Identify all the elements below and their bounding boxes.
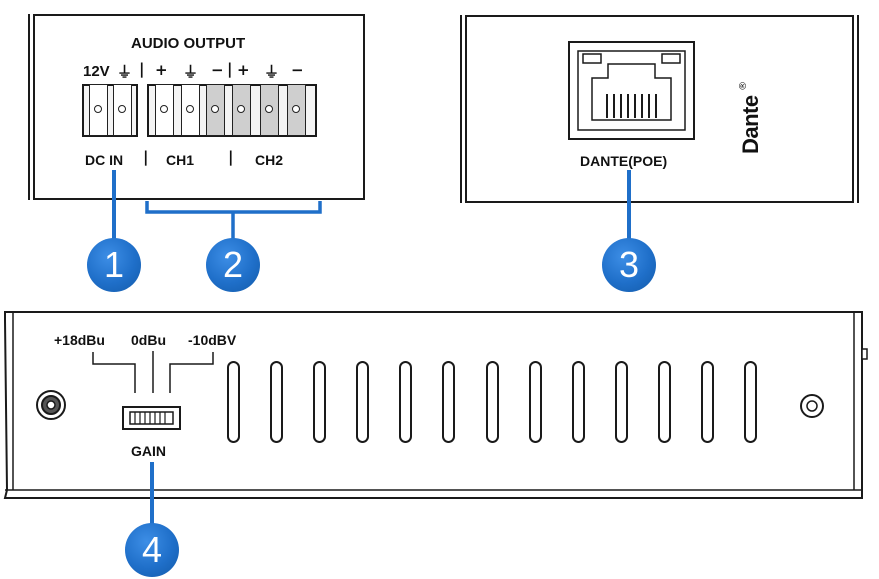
screw-hole [265, 105, 273, 113]
dante-flange-right [852, 15, 859, 203]
dante-logo: Dante ® [738, 44, 764, 154]
gain-level-plus18dbu: +18dBu [54, 332, 105, 348]
ch2-terminal-plus [232, 84, 251, 136]
separator-4: | [228, 148, 234, 166]
dante-poe-label: DANTE(POE) [580, 153, 668, 169]
gain-level-0dbu: 0dBu [131, 332, 166, 348]
vent-slot [701, 361, 714, 443]
gain-level-minus10dbv: -10dBV [188, 332, 237, 348]
ch1-ground: ⏚ [183, 63, 199, 81]
vent-slot [313, 361, 326, 443]
vent-slot [615, 361, 628, 443]
vent-slot [356, 361, 369, 443]
screw-hole [160, 105, 168, 113]
ch2-plus: + [237, 61, 250, 79]
dc-in-terminal-1 [89, 84, 108, 136]
ch1-terminal-minus [206, 84, 225, 136]
dante-logo-text: Dante [738, 95, 763, 154]
dc-in-terminal-2 [113, 84, 132, 136]
panel-flange-left [28, 14, 35, 200]
ch1-plus: + [155, 61, 168, 79]
ch1-terminal-ground [181, 84, 200, 136]
ch2-label: CH2 [255, 152, 284, 168]
right-mount-screw [800, 394, 824, 418]
ch2-terminal-minus [287, 84, 306, 136]
ground-symbol-dc: ⏚ [117, 63, 133, 81]
separator-2: | [227, 60, 233, 78]
vent-slot [744, 361, 757, 443]
screw-hole [186, 105, 194, 113]
ch2-terminal-ground [260, 84, 279, 136]
vent-slot [658, 361, 671, 443]
panel-flange-right [358, 14, 365, 200]
vent-slot [572, 361, 585, 443]
vent-slot [227, 361, 240, 443]
callout-1-badge: 1 [87, 238, 141, 292]
screw-hole [94, 105, 102, 113]
separator-1: | [139, 60, 145, 78]
callout-4-leader [150, 462, 154, 528]
dante-flange-left [460, 15, 467, 203]
gain-label: GAIN [131, 443, 166, 459]
vent-slot [270, 361, 283, 443]
screw-hole [292, 105, 300, 113]
callout-1-leader [112, 170, 116, 240]
ch1-label: CH1 [166, 152, 195, 168]
vent-slot [442, 361, 455, 443]
screw-hole [118, 105, 126, 113]
vent-slot [486, 361, 499, 443]
dc-in-label: DC IN [85, 152, 124, 168]
gain-dip-switch [122, 406, 181, 430]
screw-hole [237, 105, 245, 113]
ch1-terminal-plus [155, 84, 174, 136]
callout-2-badge: 2 [206, 238, 260, 292]
ch2-minus: − [291, 61, 304, 79]
ch1-minus: − [211, 61, 224, 79]
dante-panel [465, 15, 854, 203]
gain-bracket-lines [92, 351, 214, 393]
label-12v: 12V [83, 63, 110, 80]
side-tab [861, 348, 868, 360]
separator-3: | [143, 148, 149, 166]
audio-output-heading: AUDIO OUTPUT [131, 35, 246, 52]
callout-3-leader [627, 170, 631, 242]
vent-slot [529, 361, 542, 443]
ch2-ground: ⏚ [264, 63, 280, 81]
callout-4-badge: 4 [125, 523, 179, 577]
screw-hole [211, 105, 219, 113]
vent-slot [399, 361, 412, 443]
left-mount-screw [36, 390, 66, 420]
callout-3-badge: 3 [602, 238, 656, 292]
registered-mark: ® [738, 80, 749, 91]
